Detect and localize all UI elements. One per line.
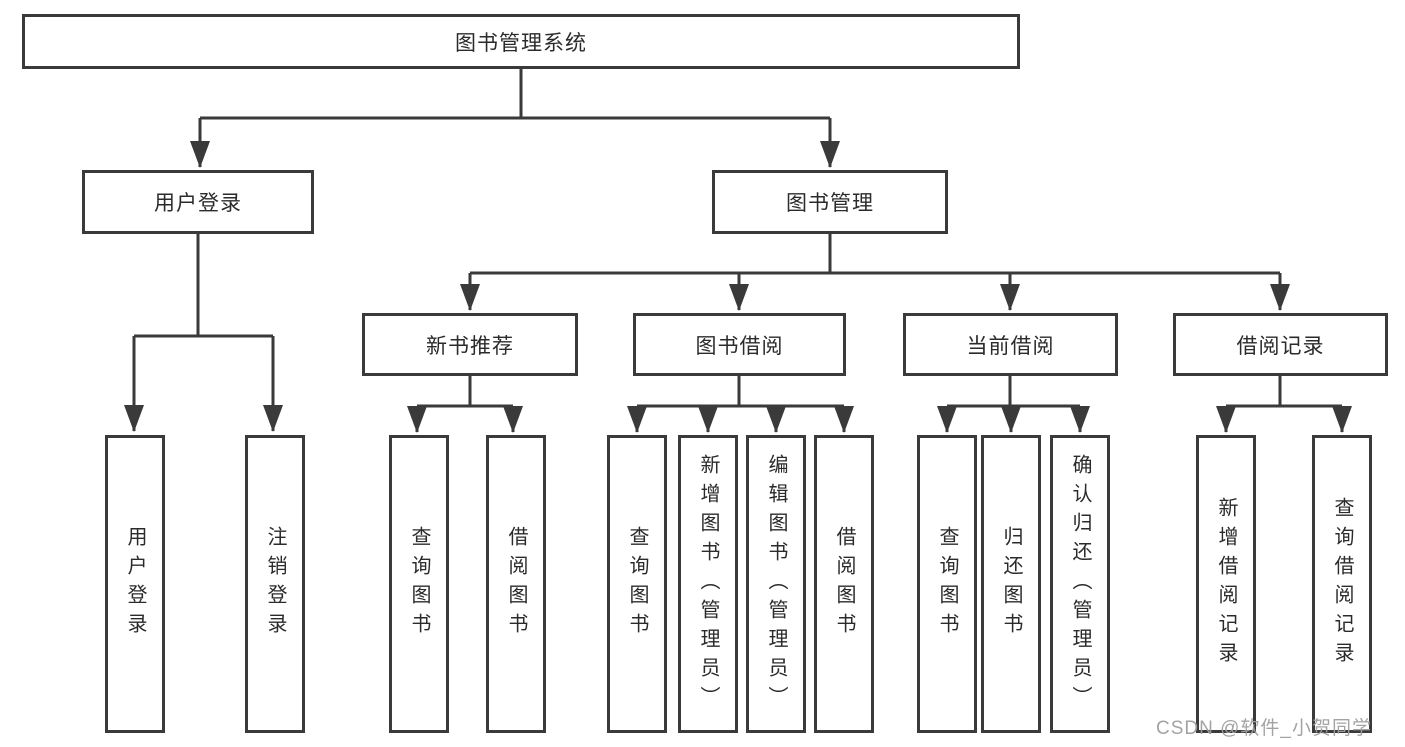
leaf-current-confirm-return-admin: 确认归还（管理员） — [1050, 435, 1110, 733]
leaf-newbook-borrow-books: 借阅图书 — [486, 435, 546, 733]
leaf-user-login: 用户登录 — [105, 435, 165, 733]
leaf-records-query-record: 查询借阅记录 — [1312, 435, 1372, 733]
node-root: 图书管理系统 — [22, 14, 1020, 69]
leaf-newbook-query-books: 查询图书 — [389, 435, 449, 733]
node-new-book-recommendation-label: 新书推荐 — [426, 334, 514, 358]
node-book-management: 图书管理 — [712, 170, 948, 234]
node-user-login-label: 用户登录 — [154, 192, 242, 215]
leaf-borrowing-query-books-label: 查询图书 — [626, 526, 648, 642]
leaf-borrowing-query-books: 查询图书 — [607, 435, 667, 733]
leaf-newbook-borrow-books-label: 借阅图书 — [505, 526, 527, 642]
leaf-records-add-record-label: 新增借阅记录 — [1215, 497, 1237, 671]
leaf-current-return-books-label: 归还图书 — [1000, 526, 1022, 642]
leaf-current-query-books: 查询图书 — [917, 435, 977, 733]
leaf-borrowing-borrow-books: 借阅图书 — [814, 435, 874, 733]
node-root-label: 图书管理系统 — [455, 31, 587, 55]
leaf-current-query-books-label: 查询图书 — [936, 526, 958, 642]
leaf-borrowing-add-books-admin: 新增图书（管理员） — [678, 435, 738, 733]
leaf-borrowing-edit-books-admin-label: 编辑图书（管理员） — [765, 453, 787, 715]
leaf-logout-label: 注销登录 — [264, 526, 286, 642]
node-current-borrowing-label: 当前借阅 — [966, 334, 1055, 358]
node-book-management-label: 图书管理 — [786, 192, 874, 215]
leaf-records-query-record-label: 查询借阅记录 — [1331, 497, 1353, 671]
leaf-user-login-label: 用户登录 — [124, 526, 146, 642]
leaf-current-confirm-return-admin-label: 确认归还（管理员） — [1069, 453, 1091, 715]
node-book-borrowing: 图书借阅 — [633, 313, 846, 376]
node-book-borrowing-label: 图书借阅 — [695, 334, 784, 358]
node-user-login: 用户登录 — [82, 170, 314, 234]
leaf-borrowing-edit-books-admin: 编辑图书（管理员） — [746, 435, 806, 733]
leaf-borrowing-borrow-books-label: 借阅图书 — [833, 526, 855, 642]
node-current-borrowing: 当前借阅 — [903, 313, 1118, 376]
node-borrowing-records-label: 借阅记录 — [1236, 334, 1325, 358]
csdn-watermark: CSDN @软件_小贺同学 — [1156, 718, 1372, 739]
leaf-current-return-books: 归还图书 — [981, 435, 1041, 733]
leaf-newbook-query-books-label: 查询图书 — [408, 526, 430, 642]
leaf-records-add-record: 新增借阅记录 — [1196, 435, 1256, 733]
leaf-borrowing-add-books-admin-label: 新增图书（管理员） — [697, 453, 719, 715]
leaf-logout: 注销登录 — [245, 435, 305, 733]
node-borrowing-records: 借阅记录 — [1173, 313, 1388, 376]
node-new-book-recommendation: 新书推荐 — [362, 313, 578, 376]
